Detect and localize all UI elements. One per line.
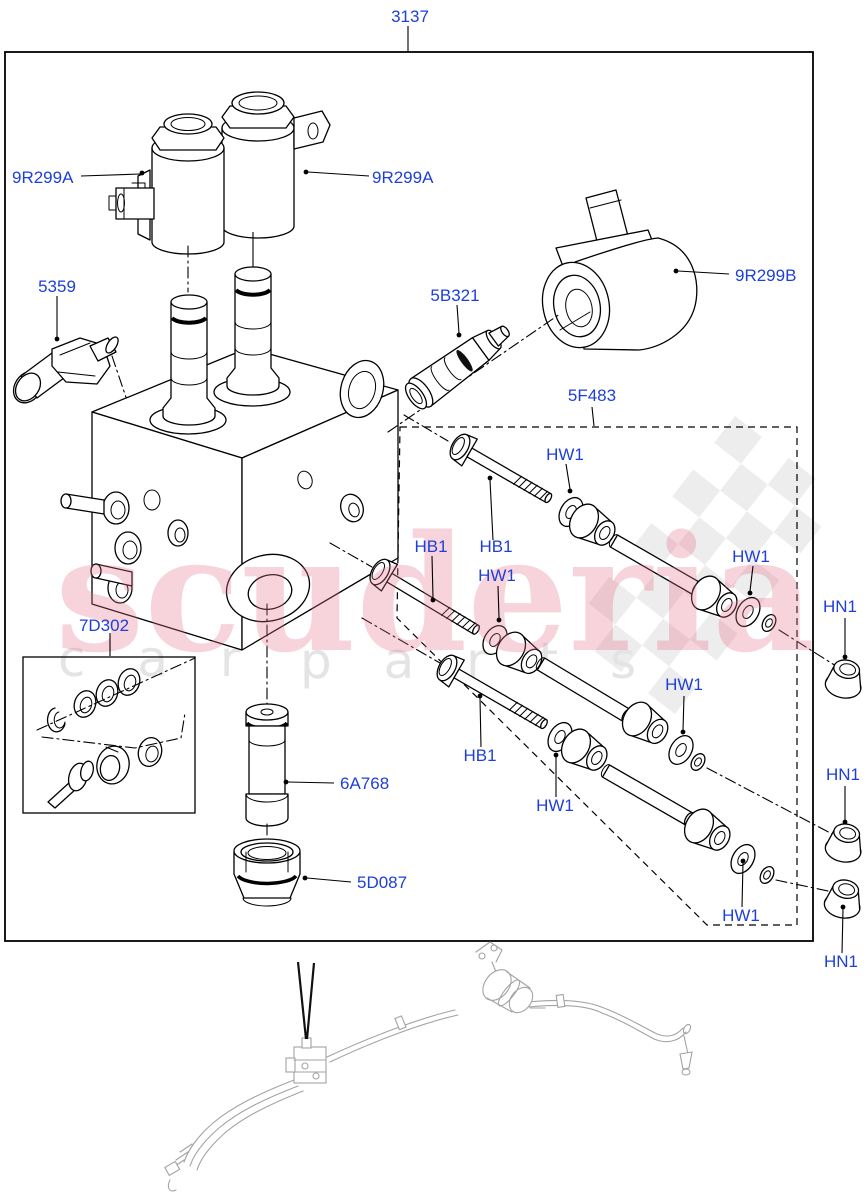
- label-HB1-row1: HB1: [479, 537, 512, 556]
- label-HW1-mid: HW1: [478, 566, 516, 585]
- valve-stem-left: [162, 294, 216, 426]
- bolt: [436, 654, 548, 730]
- end-cap-5D087: [233, 823, 301, 907]
- label-HB1-row2: HB1: [414, 537, 447, 556]
- solenoid-pair-9R299A: [108, 91, 331, 293]
- bolt: [369, 558, 481, 635]
- label-7D302: 7D302: [79, 616, 129, 635]
- flanged-nut: [824, 823, 862, 863]
- label-assembly-3137: 3137: [391, 7, 429, 26]
- accumulator-6A768: [245, 603, 289, 827]
- snap-ring: [46, 707, 66, 733]
- label-6A768: 6A768: [340, 774, 389, 793]
- label-9R299B: 9R299B: [735, 266, 796, 285]
- washer: [735, 596, 761, 628]
- label-5B321: 5B321: [430, 286, 479, 305]
- diagram-border: [4, 51, 814, 942]
- label-5F483: 5F483: [568, 386, 616, 405]
- solenoid-connector: [108, 182, 155, 220]
- bolt: [449, 433, 553, 504]
- label-HN1-mid: HN1: [826, 765, 860, 784]
- bolt-row-1: [449, 433, 862, 699]
- spacer-sleeve: [600, 764, 695, 826]
- bolt-row-2: [369, 558, 862, 863]
- solenoid-9R299B: [541, 189, 698, 351]
- label-HW1-row1-right: HW1: [732, 547, 770, 566]
- watermark-brand: scuderia: [55, 500, 815, 688]
- label-HW1-row3-right: HW1: [722, 906, 760, 925]
- bushing: [683, 808, 731, 851]
- accumulator-bore: [225, 553, 311, 623]
- crush-washer: [690, 753, 706, 771]
- label-HN1-top: HN1: [823, 597, 857, 616]
- crush-washer: [759, 865, 775, 885]
- solenoid-right-tab: [293, 110, 331, 150]
- washer: [668, 735, 694, 765]
- locator-pump: [475, 941, 546, 1014]
- bolt-row-3: [436, 654, 861, 919]
- pressure-sensor-5359: [12, 336, 132, 503]
- bushing: [560, 728, 608, 771]
- crush-washer: [761, 613, 777, 633]
- flanged-nut: [824, 659, 862, 699]
- label-9R299A-right: 9R299A: [372, 168, 434, 187]
- label-HN1-bottom: HN1: [824, 952, 858, 971]
- label-5D087: 5D087: [357, 873, 407, 892]
- label-5359: 5359: [38, 277, 76, 296]
- bushing: [621, 701, 669, 745]
- locator-valve-block: [285, 1037, 327, 1084]
- bushing: [690, 575, 738, 618]
- bushing: [568, 503, 616, 546]
- valve-body: [60, 266, 399, 651]
- valve-cartridge-5B321: [387, 313, 561, 433]
- part-labels: 3137 9R299A 9R299A 9R299B 5359 5B321 5F4…: [12, 7, 860, 971]
- checkered-flag-watermark: [588, 415, 822, 715]
- leader-lines: [54, 26, 848, 954]
- flanged-nut: [823, 879, 861, 919]
- dowel-pin: [60, 493, 133, 587]
- label-HW1-top: HW1: [546, 445, 584, 464]
- location-arrow: [296, 961, 316, 1040]
- label-HW1-row2-right: HW1: [665, 675, 703, 694]
- poppet-pin: [47, 760, 94, 809]
- grooved-sleeve: [96, 745, 130, 785]
- vehicle-location-drawing: [164, 941, 693, 1192]
- seal-kit-7D302: [22, 656, 196, 814]
- label-9R299A-left: 9R299A: [12, 168, 74, 187]
- label-HB1-row3: HB1: [463, 746, 496, 765]
- label-HW1-row3: HW1: [536, 796, 574, 815]
- valve-stem-right: [226, 266, 280, 396]
